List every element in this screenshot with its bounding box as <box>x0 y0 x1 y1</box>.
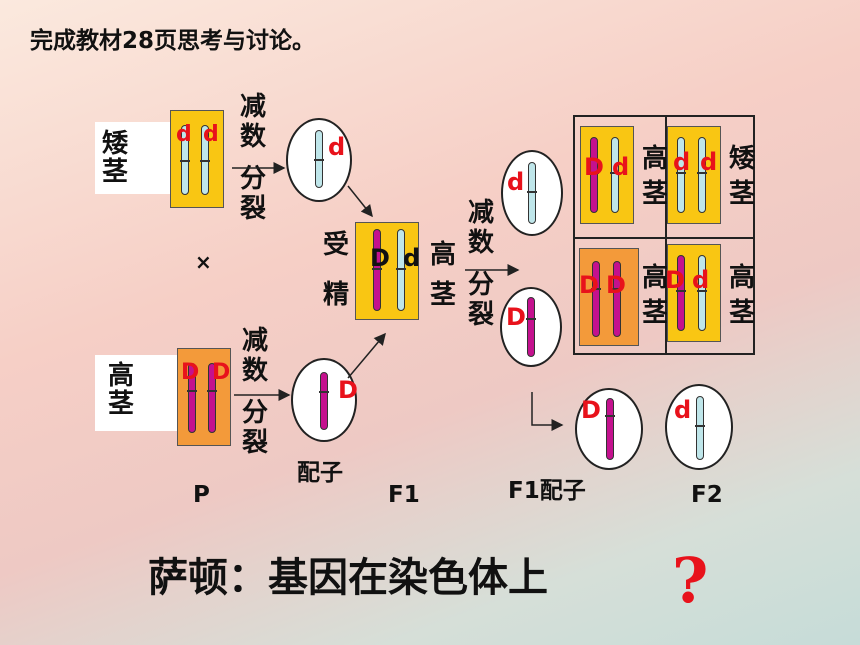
gamete-allele-D: D <box>338 376 358 404</box>
cross-symbol: × <box>195 250 212 274</box>
allele-D: D <box>665 266 685 294</box>
f1-gamete-D-oval <box>500 287 562 367</box>
f1-gamete-allele-d: d <box>507 168 525 196</box>
phenotype-tall: 高茎 <box>641 144 668 209</box>
instruction-text: 完成教材28页思考与讨论。 <box>30 28 316 54</box>
punnett-grid <box>573 115 755 355</box>
meiosis-label-top: 减数分裂 <box>239 92 266 224</box>
tall-label-box <box>95 355 177 431</box>
gamete-allele-d: d <box>328 133 346 161</box>
arrow-side-gametes <box>531 392 564 431</box>
f1-allele-D: D <box>370 244 390 272</box>
allele-d: d <box>176 122 192 147</box>
dwarf-parent-cell <box>170 110 224 208</box>
meiosis-label-bottom: 减数分裂 <box>241 326 268 458</box>
question-mark: ? <box>672 544 709 617</box>
punnett-cell-Dd <box>580 126 634 224</box>
side-gamete-d-oval <box>665 384 733 470</box>
arrow-gamete-D-to-f1 <box>347 332 386 379</box>
punnett-cell-dd <box>667 126 721 224</box>
chromosome-d <box>527 162 537 224</box>
tall-parent-cell <box>177 348 231 446</box>
allele-d: d <box>700 148 718 176</box>
chromosome-D <box>372 229 382 311</box>
phenotype-tall: 高茎 <box>728 263 755 328</box>
chromosome-D <box>207 363 217 433</box>
allele-d: d <box>612 153 630 181</box>
arrow-gamete-d-to-f1 <box>347 185 373 218</box>
label-f2: F2 <box>691 482 723 508</box>
side-gamete-allele-d: d <box>674 396 692 424</box>
gamete-D-oval <box>291 358 357 442</box>
allele-D: D <box>579 271 599 299</box>
label-f1-gametes: F1配子 <box>508 478 586 504</box>
allele-d: d <box>203 122 219 147</box>
chromosome-D <box>526 297 536 357</box>
f1-phenotype: 高茎 <box>429 240 456 310</box>
allele-D: D <box>606 271 626 299</box>
chromosome-d <box>314 130 324 188</box>
allele-D: D <box>181 360 200 385</box>
chromosome-D <box>319 372 329 430</box>
gamete-d-oval <box>286 118 352 202</box>
f1-meiosis-label: 减数分裂 <box>467 198 494 330</box>
chromosome-d <box>200 125 210 195</box>
f1-gamete-allele-D: D <box>506 303 526 331</box>
gamete-label: 配子 <box>297 460 343 486</box>
chromosome-d <box>180 125 190 195</box>
allele-d: d <box>673 148 691 176</box>
chromosome-D <box>187 363 197 433</box>
conclusion-text: 萨顿：基因在染色体上 <box>148 555 548 601</box>
phenotype-tall: 高茎 <box>641 263 668 328</box>
punnett-cell-Dd <box>667 244 721 342</box>
fertilization-label: 受精 <box>322 230 349 310</box>
dwarf-label: 矮茎 <box>102 129 129 187</box>
f1-cell <box>355 222 419 320</box>
allele-d: d <box>692 266 710 294</box>
punnett-cell-DD <box>579 248 639 346</box>
label-p: P <box>193 482 210 508</box>
chromosome-d <box>396 229 406 311</box>
side-gamete-allele-D: D <box>581 396 601 424</box>
f1-gamete-d-oval <box>501 150 563 236</box>
f1-allele-d: d <box>403 244 421 272</box>
dwarf-label-box <box>95 122 170 194</box>
allele-D: D <box>212 360 231 385</box>
phenotype-dwarf: 矮茎 <box>728 144 755 209</box>
allele-D: D <box>584 153 604 181</box>
label-f1: F1 <box>388 482 420 508</box>
tall-label: 高茎 <box>108 361 135 419</box>
side-gamete-D-oval <box>575 388 643 470</box>
